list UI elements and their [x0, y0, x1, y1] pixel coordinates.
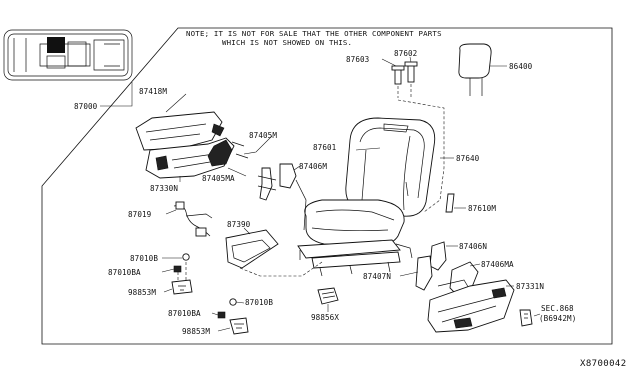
label-87405m: 87405M — [249, 131, 277, 140]
label-87010ba-upper: 87010BA — [108, 268, 141, 277]
headrest-guides — [391, 61, 418, 85]
label-87406n: 87406N — [459, 242, 487, 251]
note-line-1: NOTE; IT IS NOT FOR SALE THAT THE OTHER … — [186, 29, 442, 38]
seat-assembly — [297, 117, 436, 277]
bracket-set-lower — [217, 298, 249, 335]
label-87331n: 87331N — [516, 282, 544, 291]
seat-location-marker — [47, 37, 65, 53]
headrest — [458, 43, 492, 96]
label-98853m-lower: 98853M — [182, 327, 210, 336]
label-98853m-upper: 98853M — [128, 288, 156, 297]
label-87407n: 87407N — [363, 272, 391, 281]
seatback-pad-outline — [397, 99, 445, 213]
vehicle-locator-inset — [3, 29, 133, 81]
right-side-trim — [415, 241, 515, 333]
label-87010b-lower: 87010B — [245, 298, 273, 307]
reference-code: X8700042 — [580, 359, 627, 369]
label-87010b-upper: 87010B — [130, 254, 158, 263]
wire-harness — [173, 201, 213, 237]
label-87640: 87640 — [456, 154, 480, 163]
cover-cap — [317, 287, 339, 305]
label-87603: 87603 — [346, 55, 369, 64]
label-98856x: 98856X — [311, 313, 339, 322]
label-87010ba-lower: 87010BA — [168, 309, 201, 318]
label-87019: 87019 — [128, 210, 152, 219]
label-87406m: 87406M — [299, 162, 327, 171]
label-87405ma: 87405MA — [202, 174, 235, 183]
label-sec868-sub: (B6942M) — [539, 314, 576, 323]
label-87610m: 87610M — [468, 204, 496, 213]
diagram-frame — [41, 27, 613, 345]
label-sec868: SEC.868 — [541, 304, 574, 313]
label-87418m: 87418M — [139, 87, 167, 96]
left-side-trim — [135, 111, 235, 179]
bracket-set-upper — [171, 253, 193, 295]
label-87602: 87602 — [394, 49, 417, 58]
cover-clips — [207, 139, 307, 231]
storage-tray — [225, 229, 279, 269]
leader-lines — [161, 56, 541, 332]
label-87390: 87390 — [227, 220, 251, 229]
label-86400: 86400 — [509, 62, 533, 71]
label-87330n: 87330N — [150, 184, 178, 193]
note-line-2: WHICH IS NOT SHOWED ON THIS. — [222, 38, 352, 47]
label-87406ma: 87406MA — [481, 260, 514, 269]
recliner-lever — [445, 193, 455, 213]
label-87000: 87000 — [74, 102, 98, 111]
label-87601: 87601 — [313, 143, 337, 152]
seat-belt-buckle — [519, 309, 533, 327]
